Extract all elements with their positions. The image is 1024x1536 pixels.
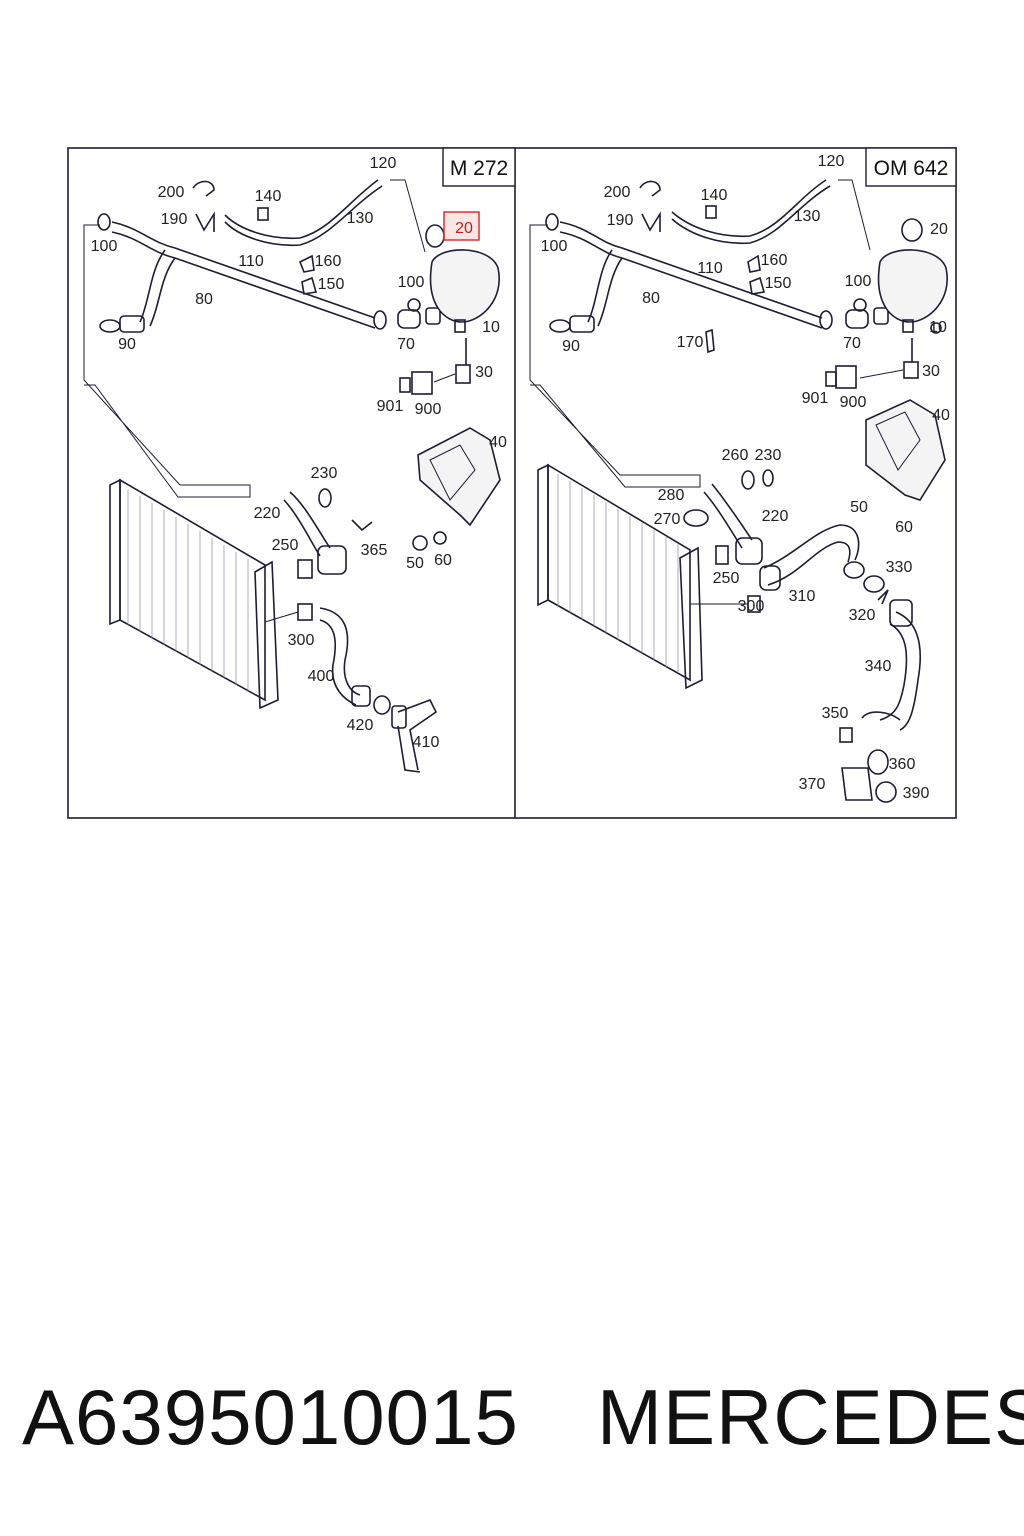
callout-label: 20 (930, 221, 948, 238)
callout-label: 410 (413, 734, 440, 751)
callout-label: 130 (347, 210, 374, 227)
callout-label: 10 (929, 319, 947, 336)
radiator-om642 (537, 463, 703, 690)
callout-label: 300 (738, 598, 765, 615)
callout-label: 50 (850, 499, 868, 516)
callouts-om642: 120 200 140 20 190 130 100 110 160 150 1… (541, 153, 950, 802)
callout-label: 350 (822, 705, 849, 722)
part-number: A6395010015 (22, 1373, 519, 1461)
callout-label: 901 (377, 398, 404, 415)
callout-label: 250 (272, 537, 299, 554)
callout-label: 40 (489, 434, 507, 451)
callout-label: 190 (161, 211, 188, 228)
callout-label: 80 (195, 291, 213, 308)
panel-om642-drawing (529, 179, 948, 803)
callout-label: 270 (654, 511, 681, 528)
callout-label: 140 (701, 187, 728, 204)
callout-label: 120 (370, 155, 397, 172)
svg-text:OM 642: OM 642 (874, 157, 949, 180)
brand-name: MERCEDES (597, 1373, 1024, 1461)
callout-label: 90 (562, 338, 580, 355)
callout-label: 220 (254, 505, 281, 522)
callout-label: 900 (415, 401, 442, 418)
callout-label: 80 (642, 290, 660, 307)
callout-label: 70 (843, 335, 861, 352)
callout-label: 390 (903, 785, 930, 802)
callout-label: 365 (361, 542, 388, 559)
engine-label-m272: M 272 (442, 147, 516, 187)
callout-label: 330 (886, 559, 913, 576)
callout-label: 260 (722, 447, 749, 464)
callout-label: 250 (713, 570, 740, 587)
callout-label: 100 (398, 274, 425, 291)
callout-label: 120 (818, 153, 845, 170)
callouts-m272: 120 200 140 20 190 130 100 110 160 150 1… (91, 155, 507, 751)
svg-text:M 272: M 272 (450, 157, 508, 180)
callout-label: 901 (802, 390, 829, 407)
callout-label: 900 (840, 394, 867, 411)
callout-label: 60 (895, 519, 913, 536)
callout-label: 200 (604, 184, 631, 201)
callout-label: 190 (607, 212, 634, 229)
callout-label: 130 (794, 208, 821, 225)
callout-label: 170 (677, 334, 704, 351)
callout-label: 370 (799, 776, 826, 793)
callout-label: 140 (255, 188, 282, 205)
callout-label: 230 (755, 447, 782, 464)
callout-label-highlighted: 20 (455, 220, 473, 237)
callout-label: 10 (482, 319, 500, 336)
callout-label: 340 (865, 658, 892, 675)
callout-label: 40 (932, 407, 950, 424)
callout-label: 160 (315, 253, 342, 270)
callout-label: 70 (397, 336, 415, 353)
callout-label: 150 (765, 275, 792, 292)
radiator-m272 (109, 478, 279, 710)
callout-label: 400 (308, 668, 335, 685)
callout-label: 100 (91, 238, 118, 255)
callout-label: 160 (761, 252, 788, 269)
callout-label: 30 (475, 364, 493, 381)
callout-label: 100 (845, 273, 872, 290)
callout-label: 420 (347, 717, 374, 734)
callout-label: 230 (311, 465, 338, 482)
callout-label: 150 (318, 276, 345, 293)
callout-label: 30 (922, 363, 940, 380)
callout-label: 200 (158, 184, 185, 201)
callout-label: 320 (849, 607, 876, 624)
callout-label: 280 (658, 487, 685, 504)
callout-label: 110 (697, 260, 723, 277)
callout-label: 50 (406, 555, 424, 572)
callout-label: 360 (889, 756, 916, 773)
callout-label: 300 (288, 632, 315, 649)
callout-label: 110 (238, 253, 264, 270)
callout-label: 220 (762, 508, 789, 525)
panel-m272-drawing (83, 179, 501, 773)
highlight-box (443, 211, 480, 241)
callout-label: 310 (789, 588, 816, 605)
callout-label: 60 (434, 552, 452, 569)
callout-label: 90 (118, 336, 136, 353)
callout-label: 100 (541, 238, 568, 255)
engine-label-om642: OM 642 (865, 147, 957, 187)
